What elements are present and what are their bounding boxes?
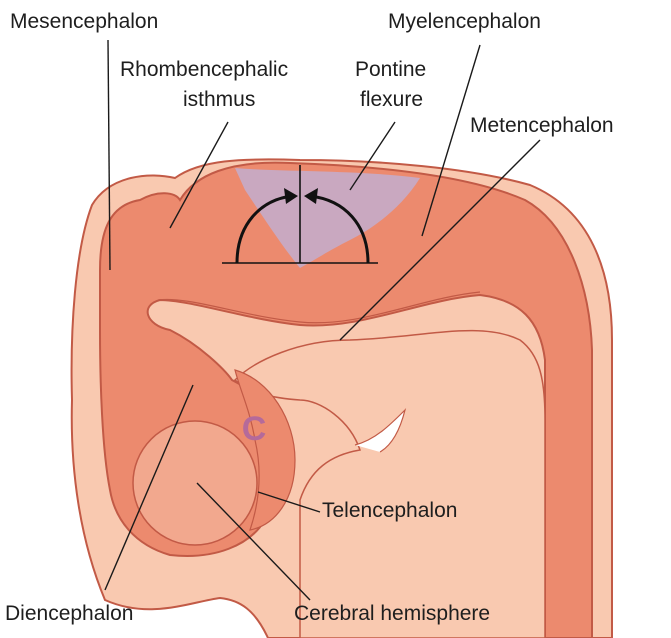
label-myelencephalon: Myelencephalon xyxy=(388,10,541,33)
label-mesencephalon: Mesencephalon xyxy=(10,10,158,33)
label-pontine-2: flexure xyxy=(360,88,423,111)
label-rhombencephalic-2: isthmus xyxy=(183,88,255,111)
label-cerebral-hemisphere: Cerebral hemisphere xyxy=(294,602,490,625)
label-diencephalon: Diencephalon xyxy=(5,602,133,625)
label-metencephalon: Metencephalon xyxy=(470,114,614,137)
c-mark: C xyxy=(242,410,267,448)
label-telencephalon: Telencephalon xyxy=(322,499,457,522)
label-pontine-1: Pontine xyxy=(355,58,426,81)
label-rhombencephalic-1: Rhombencephalic xyxy=(120,58,288,81)
